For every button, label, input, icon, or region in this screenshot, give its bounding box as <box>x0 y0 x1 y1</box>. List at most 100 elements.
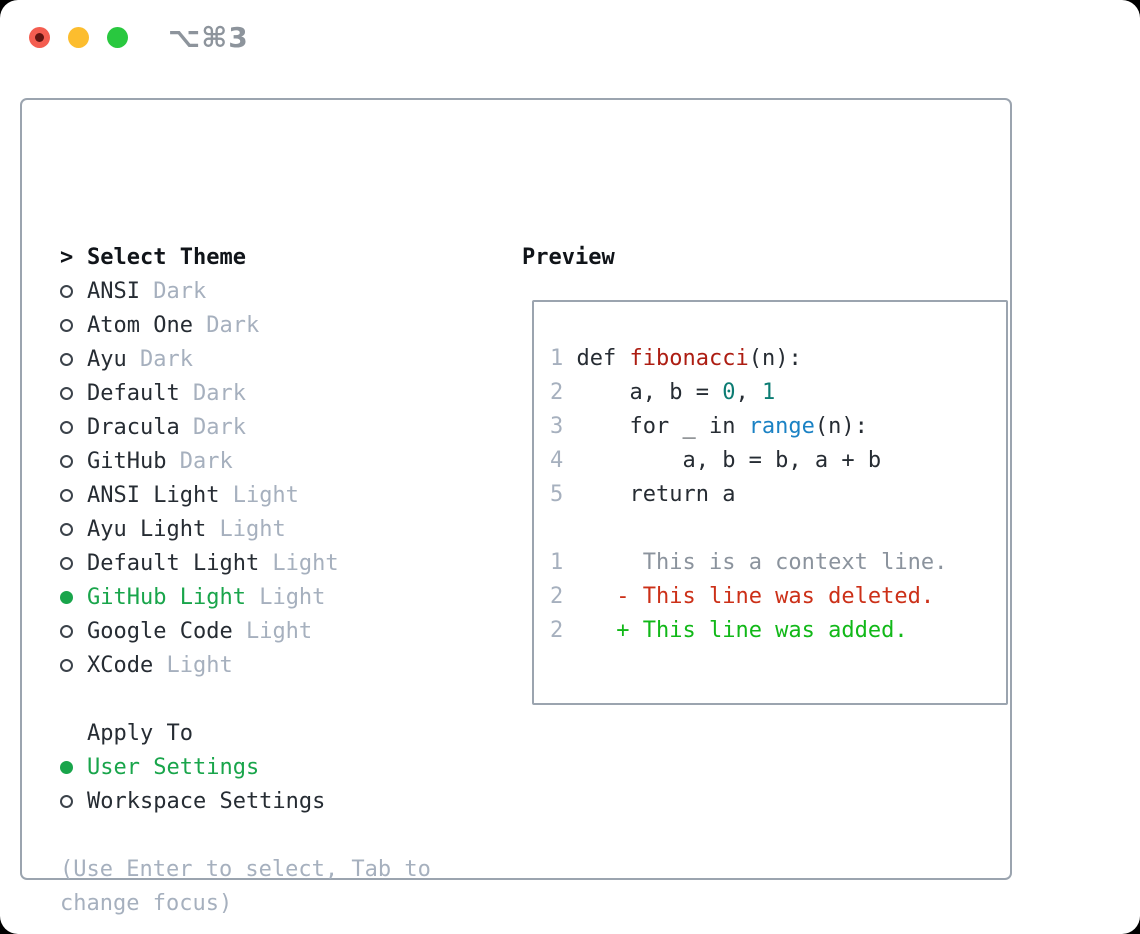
radio-selected-icon <box>60 760 73 774</box>
code-segment: def <box>576 346 630 371</box>
theme-name: GitHub <box>87 448 167 474</box>
apply-option[interactable]: Workspace Settings <box>60 784 500 818</box>
spacer <box>60 818 500 852</box>
line-number: 1 <box>550 550 564 575</box>
theme-variant: Light <box>219 482 299 508</box>
theme-option[interactable]: GitHub Light Light <box>60 580 500 614</box>
radio-slot <box>60 386 87 400</box>
code-segment: fibonacci <box>629 346 749 371</box>
hint-line: (Use Enter to select, Tab to <box>60 856 431 882</box>
code-line: 3 for _ in range(n): <box>550 410 1006 444</box>
preview-heading: Preview <box>522 240 615 274</box>
theme-option[interactable]: Ayu Dark <box>60 342 500 376</box>
line-number: 2 <box>550 380 564 405</box>
close-dot-icon <box>35 33 44 42</box>
code-segment: , <box>735 380 762 405</box>
theme-name: ANSI Light <box>87 482 220 508</box>
radio-icon <box>60 420 73 434</box>
theme-name: GitHub Light <box>87 584 246 610</box>
diff-text: This is a context line. <box>629 550 948 575</box>
focus-caret-icon: > <box>60 244 74 270</box>
theme-option[interactable]: Atom One Dark <box>60 308 500 342</box>
blank-line <box>550 512 1006 546</box>
theme-name: XCode <box>87 652 154 678</box>
theme-option[interactable]: Default Light Light <box>60 546 500 580</box>
line-number: 4 <box>550 448 564 473</box>
theme-variant: Light <box>153 652 233 678</box>
radio-slot <box>60 794 87 808</box>
code-line: 4 a, b = b, a + b <box>550 444 1006 478</box>
radio-icon <box>60 556 73 570</box>
radio-icon <box>60 284 73 298</box>
diff-marker-icon: - <box>616 584 630 609</box>
theme-variant: Dark <box>192 312 260 338</box>
radio-icon <box>60 794 73 808</box>
diff-text: This line was deleted. <box>629 584 935 609</box>
radio-slot <box>60 556 87 570</box>
radio-slot <box>60 454 87 468</box>
code-segment: (n): <box>814 414 868 439</box>
minimize-button[interactable] <box>68 27 89 48</box>
line-number: 2 <box>550 618 564 643</box>
diff-text: This line was added. <box>629 618 908 643</box>
theme-variant: Light <box>232 618 313 644</box>
line-number: 2 <box>550 584 564 609</box>
theme-option[interactable]: Ayu Light Light <box>60 512 500 546</box>
close-button[interactable] <box>29 27 50 48</box>
code-segment: range <box>748 414 815 439</box>
theme-variant: Light <box>259 550 339 576</box>
apply-option-label: User Settings <box>87 754 260 780</box>
line-number: 5 <box>550 482 564 507</box>
preview-title: Preview <box>522 244 615 270</box>
radio-icon <box>60 522 73 536</box>
theme-option[interactable]: Default Dark <box>60 376 500 410</box>
diff-line: 2 - This line was deleted. <box>550 580 1006 614</box>
radio-icon <box>60 386 73 400</box>
maximize-button[interactable] <box>107 27 128 48</box>
theme-variant: Light <box>245 584 326 610</box>
radio-icon <box>60 318 73 332</box>
theme-variant: Dark <box>139 278 207 304</box>
radio-icon <box>60 624 73 638</box>
radio-slot <box>60 488 87 502</box>
code-line: 2 a, b = 0, 1 <box>550 376 1006 410</box>
diff-marker-icon: + <box>616 618 630 643</box>
theme-name: Google Code <box>87 618 233 644</box>
theme-variant: Light <box>206 516 286 542</box>
code-line: 5 return a <box>550 478 1006 512</box>
radio-slot <box>60 318 87 332</box>
theme-option[interactable]: Dracula Dark <box>60 410 500 444</box>
hint-line: change focus) <box>60 890 233 916</box>
radio-slot <box>60 284 87 298</box>
theme-option[interactable]: ANSI Dark <box>60 274 500 308</box>
apply-option-label: Workspace Settings <box>87 788 326 814</box>
theme-option[interactable]: XCode Light <box>60 648 500 682</box>
titlebar: ⌥⌘3 <box>29 24 249 52</box>
select-theme-title: Select Theme <box>87 244 246 270</box>
theme-option[interactable]: GitHub Dark <box>60 444 500 478</box>
apply-option[interactable]: User Settings <box>60 750 500 784</box>
theme-variant: Dark <box>126 346 193 372</box>
theme-name: Ayu Light <box>87 516 207 542</box>
theme-option[interactable]: ANSI Light Light <box>60 478 500 512</box>
spacer <box>60 682 500 716</box>
theme-option[interactable]: Google Code Light <box>60 614 500 648</box>
radio-slot <box>60 352 87 366</box>
code-segment: for _ in <box>576 414 749 439</box>
theme-variant: Dark <box>166 448 233 474</box>
radio-selected-icon <box>60 590 73 604</box>
radio-icon <box>60 454 73 468</box>
radio-slot <box>60 590 87 604</box>
apply-to-heading: Apply To <box>60 716 500 750</box>
code-segment: 1 <box>761 380 776 405</box>
code-segment: a, b = <box>576 380 723 405</box>
apply-to-title: Apply To <box>87 720 193 746</box>
theme-variant: Dark <box>179 380 246 406</box>
